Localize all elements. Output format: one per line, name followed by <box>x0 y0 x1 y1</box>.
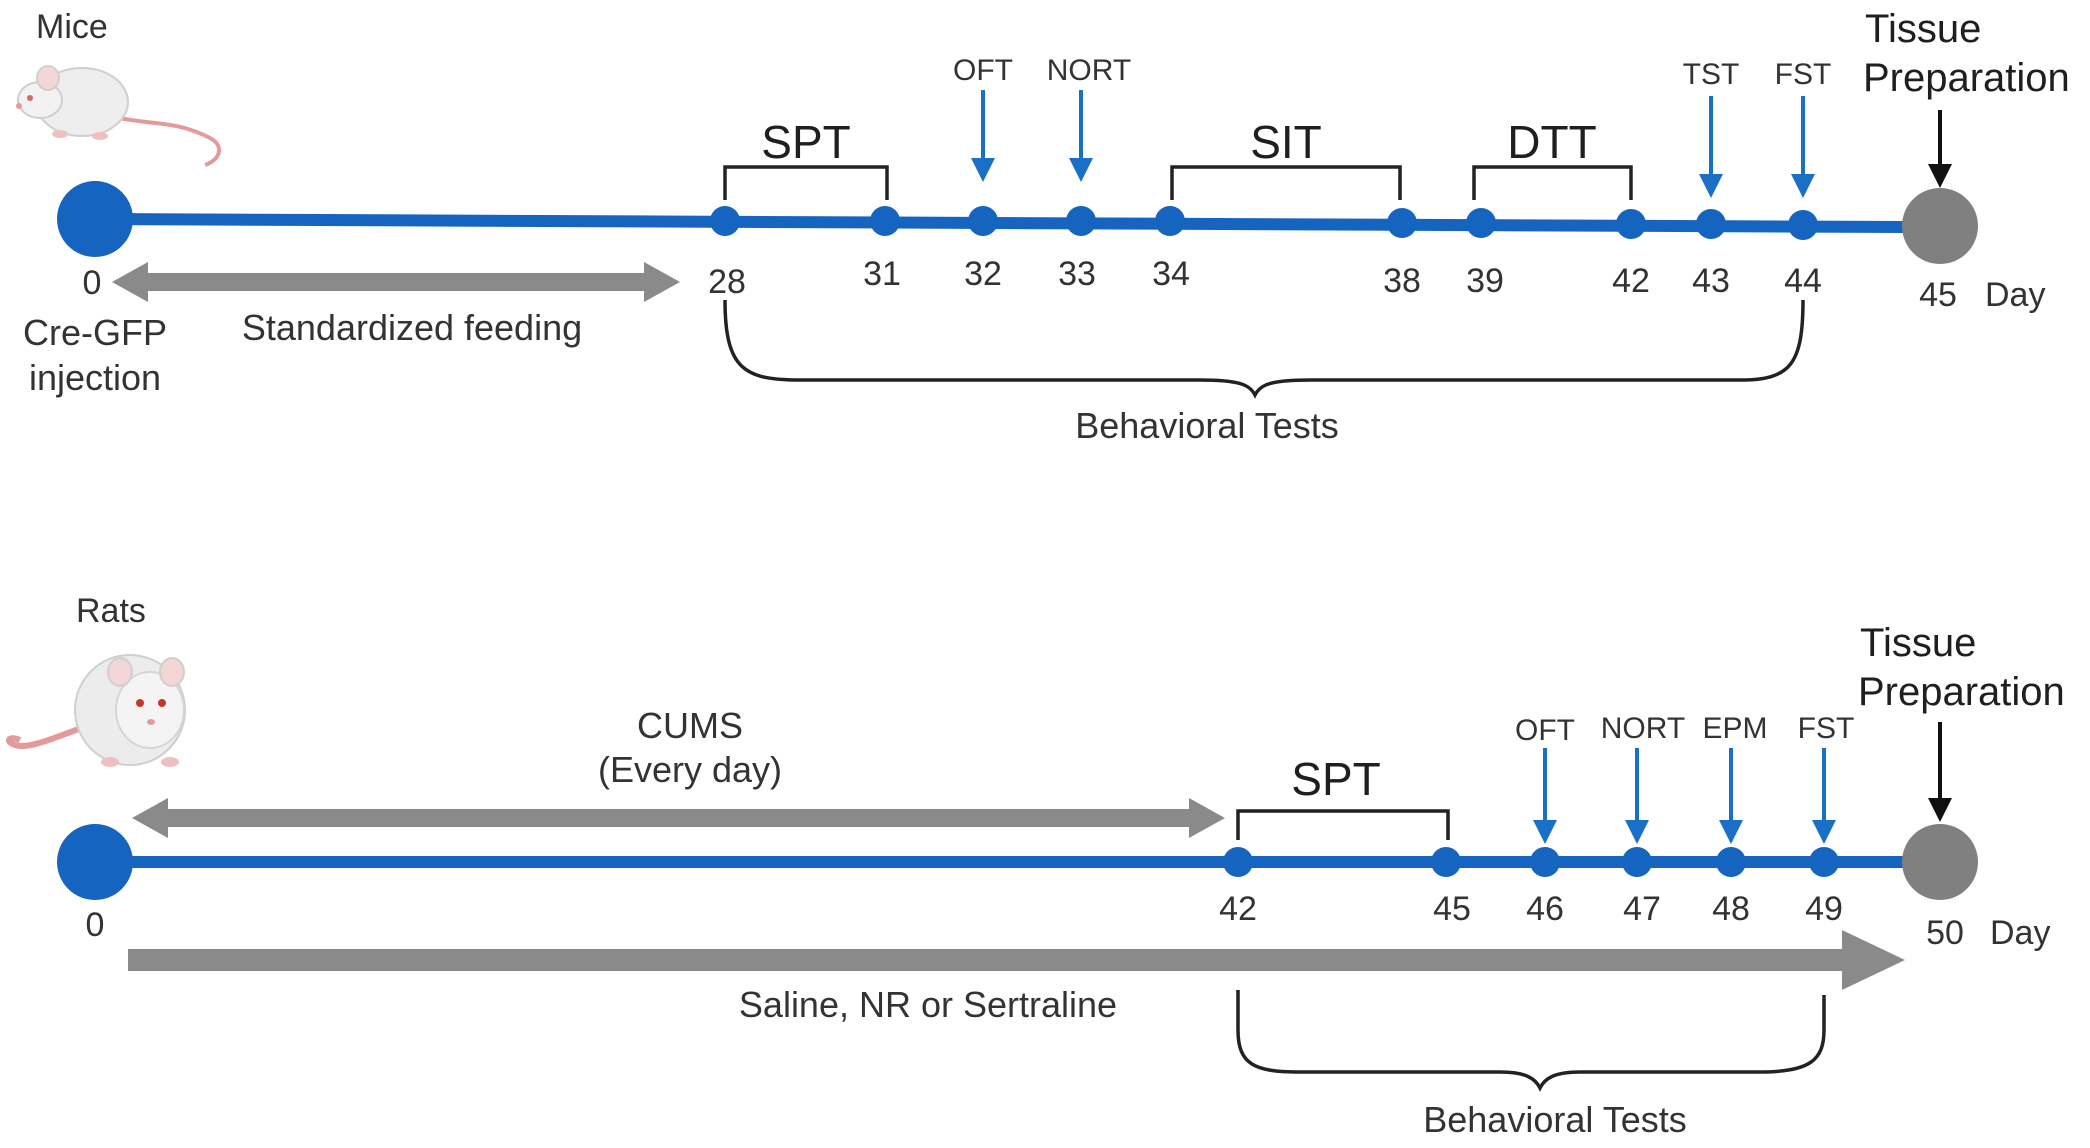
test-label: FST <box>1798 712 1855 745</box>
day-label: 31 <box>863 255 901 293</box>
day-label: 47 <box>1623 890 1661 928</box>
standardized-feeding-arrow <box>112 262 680 302</box>
bracket-label: SIT <box>1250 116 1322 168</box>
day-label: 0 <box>86 906 105 944</box>
cums-label: (Every day) <box>598 749 782 790</box>
cums-arrow <box>132 798 1225 838</box>
day-label: 45 <box>1919 276 1957 314</box>
tissue-label: Tissue <box>1865 7 1981 51</box>
test-label: OFT <box>953 54 1013 87</box>
behavioral-tests-label: Behavioral Tests <box>1075 405 1338 446</box>
feeding-label: Standardized feeding <box>242 307 582 348</box>
day-unit-label: Day <box>1990 914 2050 952</box>
white-rat-icon <box>6 654 186 767</box>
day-label: 39 <box>1466 262 1504 300</box>
day-label: 44 <box>1784 262 1822 300</box>
rats-end-node <box>1902 824 1978 900</box>
timeline-node <box>1066 206 1096 236</box>
rats-start-node <box>57 824 133 900</box>
timeline-node <box>1431 847 1461 877</box>
injection-label: Cre-GFP <box>23 312 167 353</box>
rats-label: Rats <box>76 592 146 630</box>
spt-bracket <box>1236 809 1450 840</box>
day-label: 43 <box>1692 262 1730 300</box>
bracket-label: DTT <box>1507 116 1596 168</box>
cums-label: CUMS <box>637 705 743 746</box>
day-label: 32 <box>964 255 1002 293</box>
mice-end-node <box>1902 188 1978 264</box>
day-label: 33 <box>1058 255 1096 293</box>
day-unit-label: Day <box>1985 276 2045 314</box>
day-label: 0 <box>83 264 102 302</box>
bracket-label: SPT <box>761 116 850 168</box>
timeline-node <box>1616 209 1646 239</box>
timeline-node <box>1466 208 1496 238</box>
timeline-node <box>1155 206 1185 236</box>
test-label: FST <box>1775 58 1832 91</box>
day-label: 48 <box>1712 890 1750 928</box>
day-label: 42 <box>1219 890 1257 928</box>
day-label: 38 <box>1383 262 1421 300</box>
test-label: NORT <box>1601 712 1685 745</box>
behavioral-tests-brace <box>723 299 1805 399</box>
day-label: 46 <box>1526 890 1564 928</box>
timeline-node <box>1387 208 1417 238</box>
treatment-label: Saline, NR or Sertraline <box>739 984 1117 1025</box>
bracket-label: SPT <box>1291 753 1380 805</box>
mice-start-node <box>57 181 133 257</box>
timeline-node <box>710 206 740 236</box>
sit-bracket <box>1170 165 1402 200</box>
mice-label: Mice <box>36 8 108 46</box>
day-label: 50 <box>1926 914 1964 952</box>
timeline-node <box>1809 847 1839 877</box>
timeline-node <box>1622 847 1652 877</box>
timeline-node <box>1223 847 1253 877</box>
mice-timeline-line <box>94 213 1906 233</box>
timeline-node <box>1716 847 1746 877</box>
rats-panel: Rats SPT OFT <box>6 592 2065 1140</box>
day-label: 42 <box>1612 262 1650 300</box>
tissue-label: Preparation <box>1858 670 2065 714</box>
test-label: TST <box>1683 58 1740 91</box>
behavioral-tests-brace <box>1236 990 1826 1092</box>
dtt-bracket <box>1472 165 1633 200</box>
day-label: 45 <box>1433 890 1471 928</box>
test-label: OFT <box>1515 714 1575 747</box>
mice-panel: Mice SPT SIT DTT <box>16 7 2070 446</box>
day-label: 34 <box>1152 255 1190 293</box>
white-mouse-icon <box>16 65 221 167</box>
injection-label: injection <box>29 357 161 398</box>
day-label: 49 <box>1805 890 1843 928</box>
behavioral-tests-label: Behavioral Tests <box>1423 1099 1686 1140</box>
tissue-label: Tissue <box>1860 621 1976 665</box>
test-label: NORT <box>1047 54 1131 87</box>
tissue-label: Preparation <box>1863 56 2070 100</box>
test-label: EPM <box>1702 712 1767 745</box>
timeline-node <box>1788 210 1818 240</box>
timeline-node <box>1530 847 1560 877</box>
spt-bracket <box>723 165 889 200</box>
timeline-node <box>968 206 998 236</box>
timeline-node <box>1696 209 1726 239</box>
treatment-arrow <box>128 930 1905 990</box>
timeline-node <box>870 206 900 236</box>
day-label: 28 <box>708 263 746 301</box>
